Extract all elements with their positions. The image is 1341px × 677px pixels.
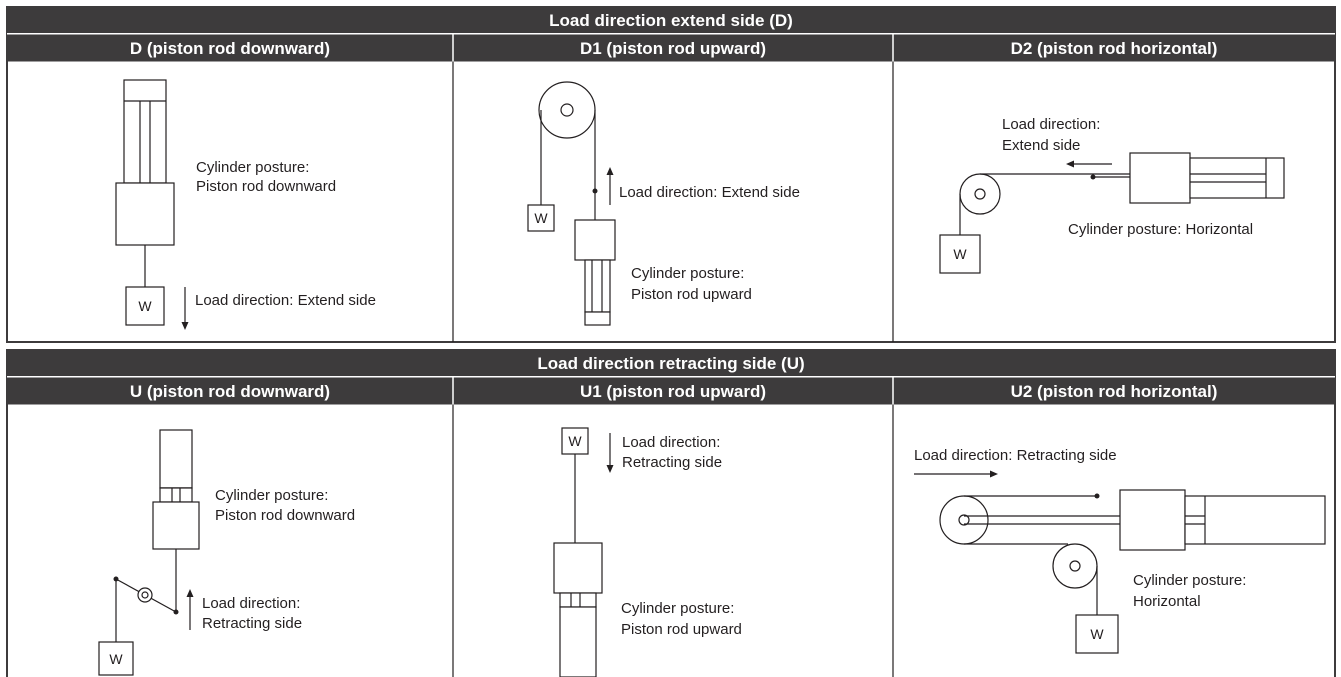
header-divider [7,376,1335,378]
section-retract-title: Load direction retracting side (U) [537,354,804,373]
cylinder-head [115,182,175,246]
load-arrow-head [606,167,614,175]
column-header-d1: D1 (piston rod upward) [580,39,766,58]
diagram-d2: Load direction: Extend side W Cylinder p… [939,116,1285,274]
connection-point [592,188,598,194]
section-retract-column-bar [7,377,1335,405]
diagram-u: W Cylinder posture: Piston rod downward … [98,429,355,676]
load-arrow-head [606,465,614,473]
posture-label: Cylinder posture: [1133,572,1246,589]
cylinder-tube [1184,495,1326,545]
cylinder-tube [159,429,193,489]
section-extend-title: Load direction extend side (D) [549,11,793,30]
weight-label: W [568,433,582,449]
column-header-d: D (piston rod downward) [130,39,330,58]
section-extend: Load direction extend side (D) D (piston… [6,6,1336,343]
load-direction-label: Load direction: [622,434,720,451]
weight-label: W [1090,626,1104,642]
load-arrow-head [1066,160,1074,168]
load-direction-label: Load direction: [1002,116,1100,133]
cylinder-tube [1189,157,1285,199]
header-divider [7,33,1335,35]
diagram-d: W Cylinder posture: Piston rod downward … [115,79,376,330]
column-header-u: U (piston rod downward) [130,382,330,401]
pivot-center [141,591,149,599]
diagram-u1: W Load direction: Retracting side Cylind… [553,427,742,677]
cylinder-tube [584,259,611,313]
load-direction-label: Load direction: Extend side [619,184,800,201]
weight-label: W [953,246,967,262]
pulley-axle [958,514,970,526]
section-extend-title-bar [7,7,1335,33]
cylinder-neck [159,487,193,503]
posture-label: Piston rod downward [215,507,355,524]
load-direction-label: Extend side [1002,137,1080,154]
weight-label: W [109,651,123,667]
cylinder-cap [584,311,611,326]
weight-box [1075,614,1119,654]
load-arrow-head [186,589,194,597]
weight-box [125,286,165,326]
column-header-u1: U1 (piston rod upward) [580,382,766,401]
posture-label: Piston rod downward [196,178,336,195]
load-arrow-head [181,322,189,330]
section-extend-column-bar [7,34,1335,62]
weight-box [939,234,981,274]
weight-box [561,427,589,455]
posture-label: Piston rod upward [631,286,752,303]
posture-label: Cylinder posture: Horizontal [1068,221,1253,238]
load-arrow-head [990,470,998,478]
weight-label: W [534,210,548,226]
pulley-axle [974,188,986,200]
posture-label: Cylinder posture: [196,159,309,176]
weight-box [98,641,134,676]
posture-label: Cylinder posture: [621,600,734,617]
section-retract-title-bar [7,350,1335,376]
cylinder-head [1119,489,1186,551]
posture-label: Horizontal [1133,593,1201,610]
diagram-d1: W Load direction: Extend side Cylinder p… [527,81,800,326]
column-header-d2: D2 (piston rod horizontal) [1011,39,1218,58]
load-direction-label: Retracting side [202,615,302,632]
load-direction-label: Load direction: Retracting side [914,447,1117,464]
pulley-axle [560,103,574,117]
column-header-u2: U2 (piston rod horizontal) [1011,382,1218,401]
cylinder-tube [559,606,597,677]
cylinder-head [152,501,200,550]
section-retract: Load direction retracting side (U) U (pi… [6,349,1336,677]
pulley-axle [1069,560,1081,572]
diagram-u2: Load direction: Retracting side W Cylind… [914,447,1326,654]
cylinder-neck [559,592,597,608]
posture-label: Piston rod upward [621,621,742,638]
cylinder-head [1129,152,1191,204]
load-direction-label: Retracting side [622,454,722,471]
load-direction-label: Load direction: [202,595,300,612]
weight-box [527,204,555,232]
connection-point [1094,493,1100,499]
load-direction-label: Load direction: Extend side [195,292,376,309]
cylinder-head [553,542,603,594]
cylinder-head [574,219,616,261]
posture-label: Cylinder posture: [631,265,744,282]
cylinder-tube [123,79,167,184]
posture-label: Cylinder posture: [215,487,328,504]
weight-label: W [138,298,152,314]
